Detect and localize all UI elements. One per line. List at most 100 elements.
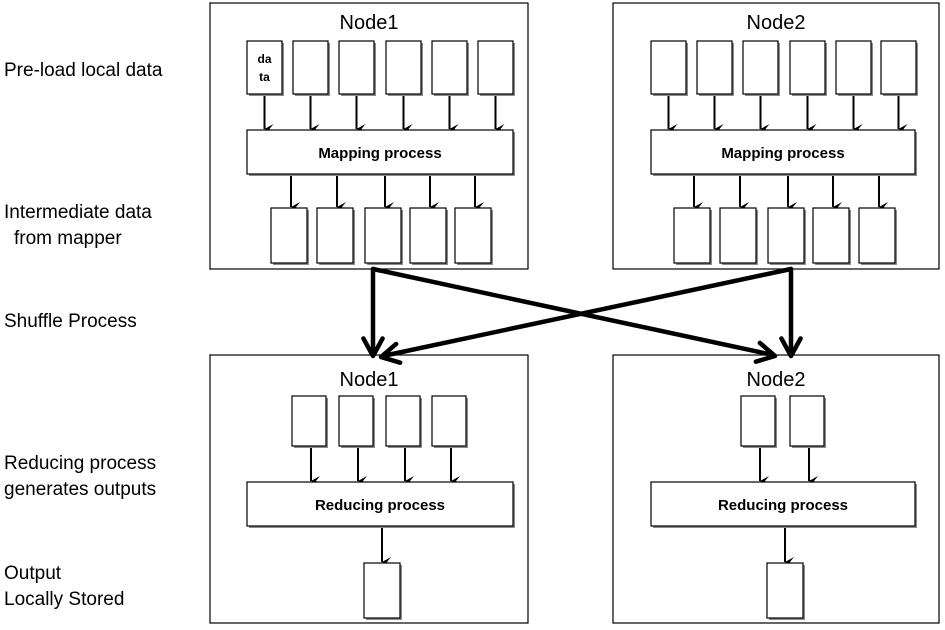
- stage-label-output-line1: Output: [4, 563, 62, 584]
- reduce-node-1-input-block: [431, 395, 468, 448]
- map-node-1-input-block: [477, 40, 515, 96]
- reduce-node-1-input-block-box: [431, 395, 467, 447]
- map-node-2-intermediate-block: [719, 207, 758, 265]
- map-node-1-intermediate-block-box: [409, 207, 447, 264]
- map-node-1-input-block: [338, 40, 376, 96]
- map-node-2-process-label: Mapping process: [721, 145, 844, 162]
- reduce-node-1-reducing-process: [246, 481, 515, 528]
- reduce-node-2-output-block: [766, 562, 805, 620]
- stage-label-shuffle: Shuffle Process: [4, 309, 137, 335]
- stage-label-intermediate-line2: from mapper: [14, 228, 122, 249]
- reduce-node-1-input-block: [385, 395, 422, 448]
- map-node-2-intermediate-block-box: [767, 207, 805, 264]
- reduce-node-1-reducing-process-box: [246, 481, 514, 527]
- shuffle-arrowhead-n1-n2: [753, 340, 778, 364]
- map-node-1-input-block-box: [385, 40, 422, 95]
- map-node-2-intermediate-block: [767, 207, 806, 265]
- shuffle-arrowhead-n2-n1: [378, 341, 403, 365]
- map-node-1-input-block-box: [292, 40, 329, 95]
- stage-label-preload: Pre-load local data: [4, 58, 162, 84]
- map-node-1-input-block: [292, 40, 330, 96]
- map-node-2-intermediate-block: [812, 207, 851, 265]
- map-node-2-mapping-process-box: [650, 129, 916, 175]
- reduce-node-2-title: Node2: [747, 369, 806, 391]
- shuffle-arrow-n1-n2: [370, 266, 776, 358]
- reduce-node-1-output-block: [363, 562, 402, 620]
- map-node-2-input-block: [789, 40, 827, 96]
- stage-label-output: Output Locally Stored: [4, 561, 124, 613]
- map-node-2-input-block-box: [835, 40, 872, 95]
- reduce-node-2-reducing-process-box: [650, 481, 916, 527]
- stage-label-reduce-line1: Reducing process: [4, 453, 157, 474]
- reduce-node-2-input-block-box: [740, 395, 776, 447]
- map-node-2-intermediate-block-box: [673, 207, 711, 264]
- map-node-2-input-block: [742, 40, 780, 96]
- map-node-2-input-block: [835, 40, 873, 96]
- map-node-1-intermediate-block: [364, 207, 403, 265]
- shuffle-arrow-n2-n1: [380, 266, 794, 359]
- reduce-node-1-output-block-box: [363, 562, 401, 619]
- shuffle-arrowhead-n1-n1: [361, 336, 385, 359]
- map-node-1-mapping-process-box: [246, 129, 514, 175]
- data-block-label-line1: da: [257, 52, 271, 66]
- map-node-2-mapping-process: [650, 129, 917, 176]
- map-node-2-intermediate-block: [673, 207, 712, 265]
- reduce-node-1-input-block: [338, 395, 375, 448]
- map-node-1-input-block-box: [246, 40, 283, 95]
- map-node-1-intermediate-block-box: [454, 207, 492, 264]
- map-node-2-input-block-box: [789, 40, 826, 95]
- reduce-node-1-process-label: Reducing process: [315, 497, 445, 514]
- reduce-node-2-output-block-box: [766, 562, 804, 619]
- map-node-1-intermediate-block: [454, 207, 493, 265]
- reduce-node-1-input-block-box: [291, 395, 327, 447]
- data-block-label-line2: ta: [259, 70, 270, 84]
- shuffle-arrowhead-n2-n2: [779, 336, 803, 359]
- map-node-1-intermediate-block: [270, 207, 309, 265]
- map-node-1-input-block: [385, 40, 423, 96]
- map-node-1-intermediate-block: [316, 207, 355, 265]
- reduce-node-1-input-block: [291, 395, 328, 448]
- reduce-node-2-process-label: Reducing process: [718, 497, 848, 514]
- stage-label-preload-text: Pre-load local data: [4, 60, 163, 81]
- map-node-2-input-block: [696, 40, 734, 96]
- stage-label-shuffle-text: Shuffle Process: [4, 311, 137, 332]
- map-node-2-intermediate-block-box: [858, 207, 896, 264]
- map-node-1-input-block-box: [477, 40, 514, 95]
- map-node-2-intermediate-block-box: [719, 207, 757, 264]
- map-node-1-input-block-box: [431, 40, 468, 95]
- reduce-node-2-input-block: [789, 395, 826, 448]
- reduce-node-2-input-block-box: [789, 395, 825, 447]
- map-node-1-mapping-process: [246, 129, 515, 176]
- map-node-1-input-block: [246, 40, 284, 96]
- map-node-1-input-block: [431, 40, 469, 96]
- map-node-2-intermediate-block: [858, 207, 897, 265]
- stage-label-intermediate-line1: Intermediate data: [4, 202, 152, 223]
- map-node-2-input-block-box: [880, 40, 917, 95]
- map-node-1-title: Node1: [340, 12, 399, 34]
- map-node-2-input-block-box: [742, 40, 779, 95]
- reduce-node-2-input-block: [740, 395, 777, 448]
- map-node-2-title: Node2: [747, 12, 806, 34]
- reduce-node-1-input-block-box: [338, 395, 374, 447]
- stage-label-reduce-line2: generates outputs: [4, 479, 157, 500]
- reduce-node-1-title: Node1: [340, 369, 399, 391]
- map-node-2-input-block-box: [696, 40, 733, 95]
- reduce-node-2-reducing-process: [650, 481, 917, 528]
- map-node-1-input-block-box: [338, 40, 375, 95]
- map-node-2-input-block-box: [650, 40, 687, 95]
- stage-label-reduce: Reducing process generates outputs: [4, 451, 156, 503]
- map-node-2-intermediate-block-box: [812, 207, 850, 264]
- reduce-node-1-input-block-box: [385, 395, 421, 447]
- stage-label-output-line2: Locally Stored: [4, 589, 125, 610]
- map-node-1-process-label: Mapping process: [318, 145, 441, 162]
- map-node-1-intermediate-block-box: [364, 207, 402, 264]
- map-node-1-intermediate-block: [409, 207, 448, 265]
- map-node-1-intermediate-block-box: [316, 207, 354, 264]
- map-node-2-input-block: [650, 40, 688, 96]
- map-node-2-input-block: [880, 40, 918, 96]
- stage-label-intermediate: Intermediate data from mapper: [4, 200, 152, 252]
